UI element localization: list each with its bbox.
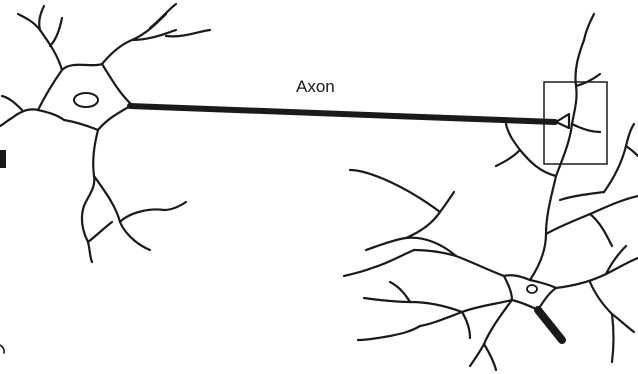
axon-fiber: [130, 106, 555, 122]
axon: Axon: [130, 77, 569, 128]
postsynaptic-nucleus: [527, 285, 537, 293]
postsynaptic-neuron: [344, 14, 638, 370]
presynaptic-neuron: [0, 4, 210, 262]
presynaptic-soma: [38, 64, 132, 130]
postsynaptic-axon: [538, 310, 562, 340]
presynaptic-nucleus: [74, 93, 98, 107]
left-edge-marks: [0, 150, 6, 353]
axon-label: Axon: [296, 77, 335, 96]
axon-terminal: [556, 114, 569, 128]
